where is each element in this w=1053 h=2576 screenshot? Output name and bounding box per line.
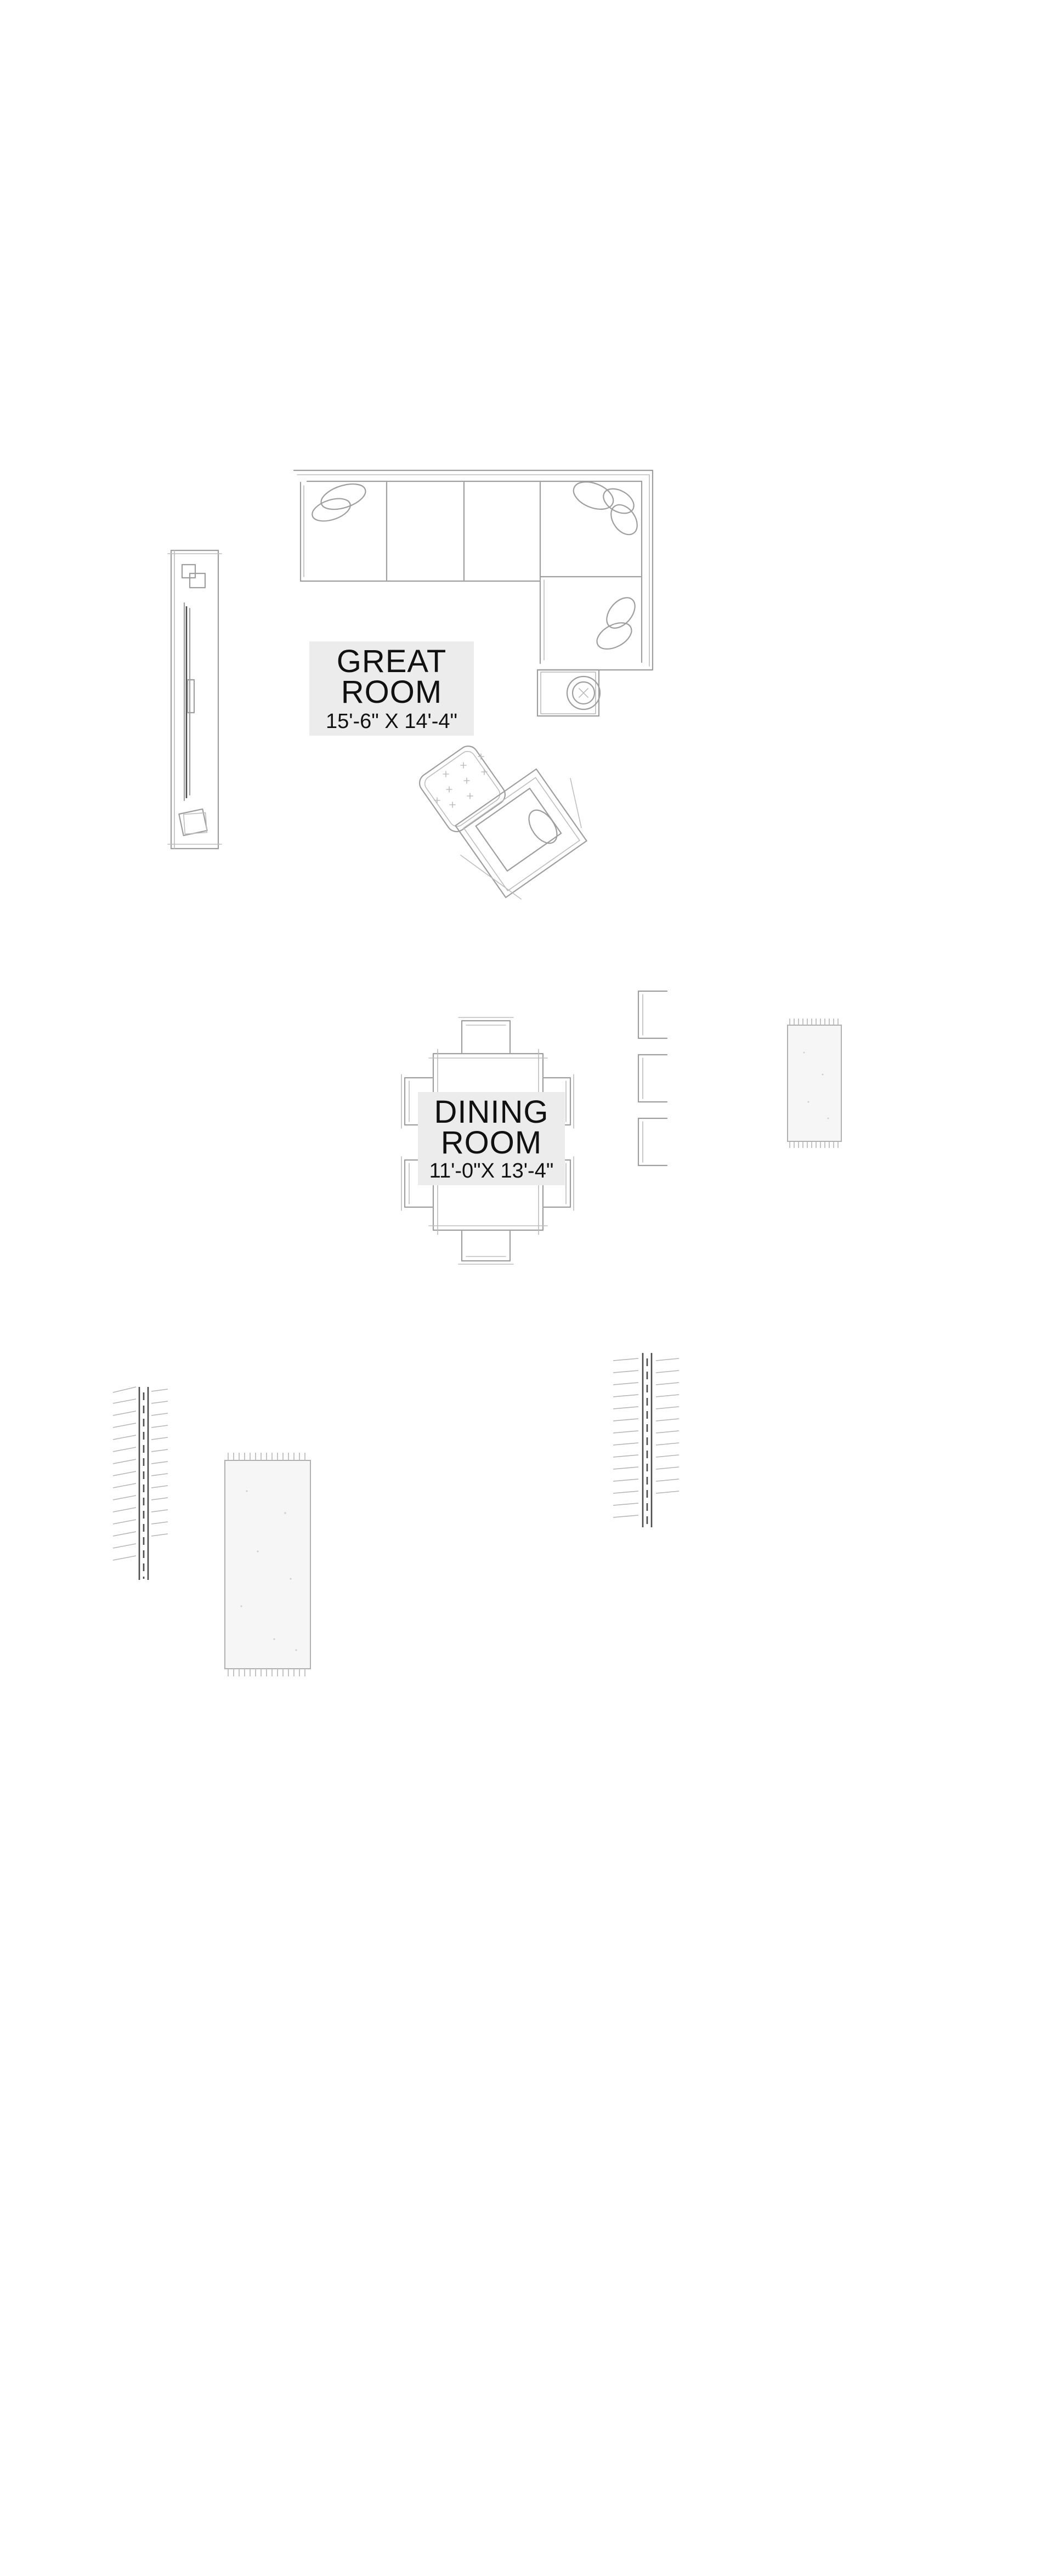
- dining-room-label: DINING ROOM 11'-0"X 13'-4": [418, 1092, 565, 1185]
- runner-rug: [224, 1453, 311, 1676]
- armchair: [455, 768, 587, 900]
- great-room-name-line1: GREAT: [337, 644, 447, 679]
- bar-stools: [637, 990, 668, 1167]
- closet-rod-left: [112, 1386, 168, 1580]
- great-room-name-line2: ROOM: [341, 674, 442, 710]
- sectional-sofa: [293, 469, 654, 671]
- media-console: [167, 549, 222, 850]
- closet-rod-right: [613, 1353, 680, 1527]
- side-table: [536, 669, 601, 717]
- small-rug: [787, 1019, 842, 1148]
- dining-room-dimensions: 11'-0"X 13'-4": [429, 1159, 554, 1182]
- great-room-dimensions: 15'-6" X 14'-4": [326, 710, 457, 733]
- dining-room-name-line2: ROOM: [441, 1125, 542, 1161]
- great-room-label: GREAT ROOM 15'-6" X 14'-4": [309, 641, 474, 736]
- ottoman: [419, 746, 506, 832]
- dining-room-name-line1: DINING: [434, 1094, 549, 1130]
